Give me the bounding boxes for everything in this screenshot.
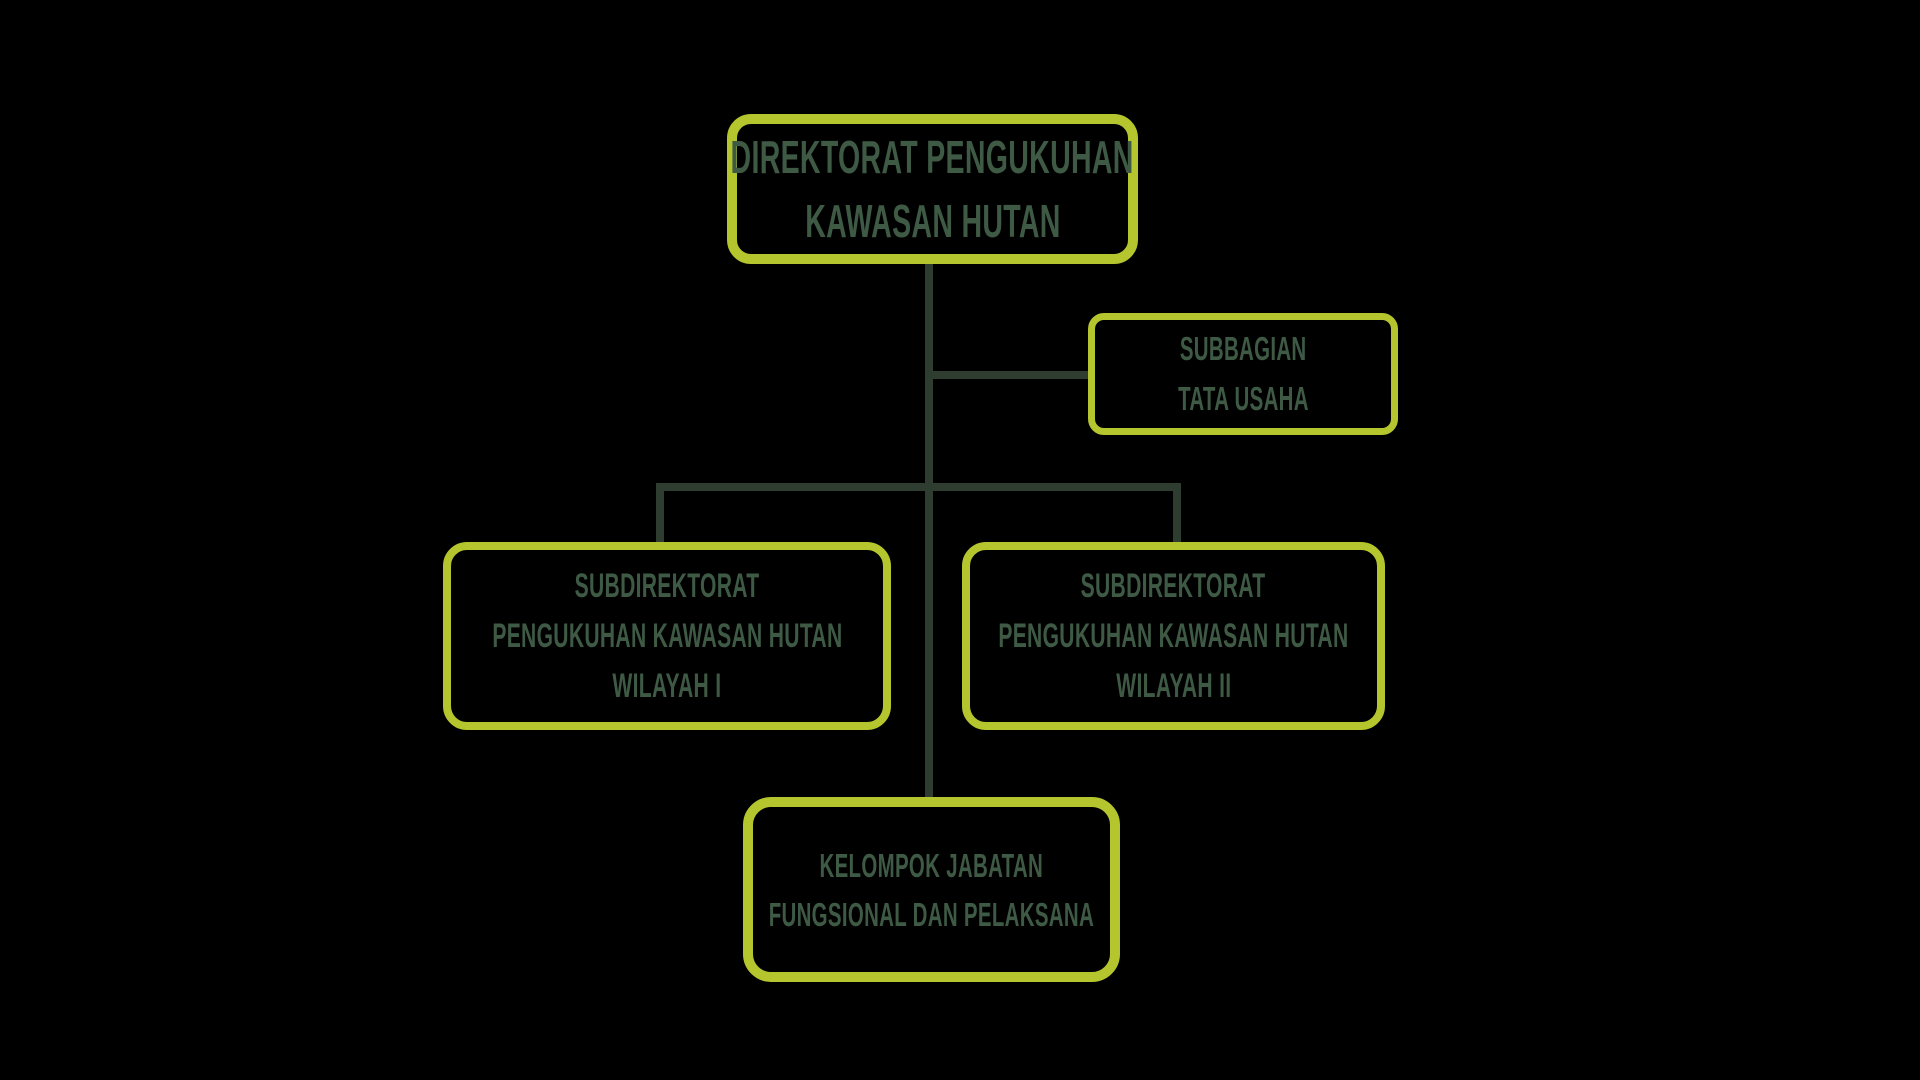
connector-drop-subdir-wilayah-1 [656, 483, 664, 544]
org-node-direktorat-pengukuhan-kawasan-hutan: DIREKTORAT PENGUKUHAN KAWASAN HUTAN [727, 114, 1138, 264]
node-label-line: PENGUKUHAN KAWASAN HUTAN [998, 617, 1349, 655]
node-label-line: SUBDIREKTORAT [574, 567, 760, 605]
node-label-line: FUNGSIONAL DAN PELAKSANA [768, 895, 1095, 933]
org-node-kelompok-jabatan-fungsional: KELOMPOK JABATAN FUNGSIONAL DAN PELAKSAN… [743, 797, 1120, 982]
node-label-line: TATA USAHA [1177, 380, 1309, 417]
connector-horizontal-subdir-branch [656, 483, 1181, 491]
node-label-line: WILAYAH II [1115, 667, 1232, 705]
org-node-subdirektorat-wilayah-1: SUBDIREKTORAT PENGUKUHAN KAWASAN HUTAN W… [443, 542, 891, 730]
connector-vertical-main [925, 264, 933, 797]
node-label-line: WILAYAH I [612, 667, 722, 705]
node-label-line: DIREKTORAT PENGUKUHAN [730, 131, 1135, 183]
node-label-line: SUBBAGIAN [1179, 330, 1307, 367]
connector-drop-subdir-wilayah-2 [1173, 483, 1181, 544]
org-node-subbagian-tata-usaha: SUBBAGIAN TATA USAHA [1088, 313, 1398, 435]
connector-horizontal-subbagian [929, 371, 1089, 379]
node-label-line: KAWASAN HUTAN [804, 195, 1061, 247]
node-label-line: PENGUKUHAN KAWASAN HUTAN [491, 617, 843, 655]
org-node-subdirektorat-wilayah-2: SUBDIREKTORAT PENGUKUHAN KAWASAN HUTAN W… [962, 542, 1385, 730]
node-label-line: KELOMPOK JABATAN [819, 846, 1044, 884]
node-label-line: SUBDIREKTORAT [1081, 567, 1266, 605]
